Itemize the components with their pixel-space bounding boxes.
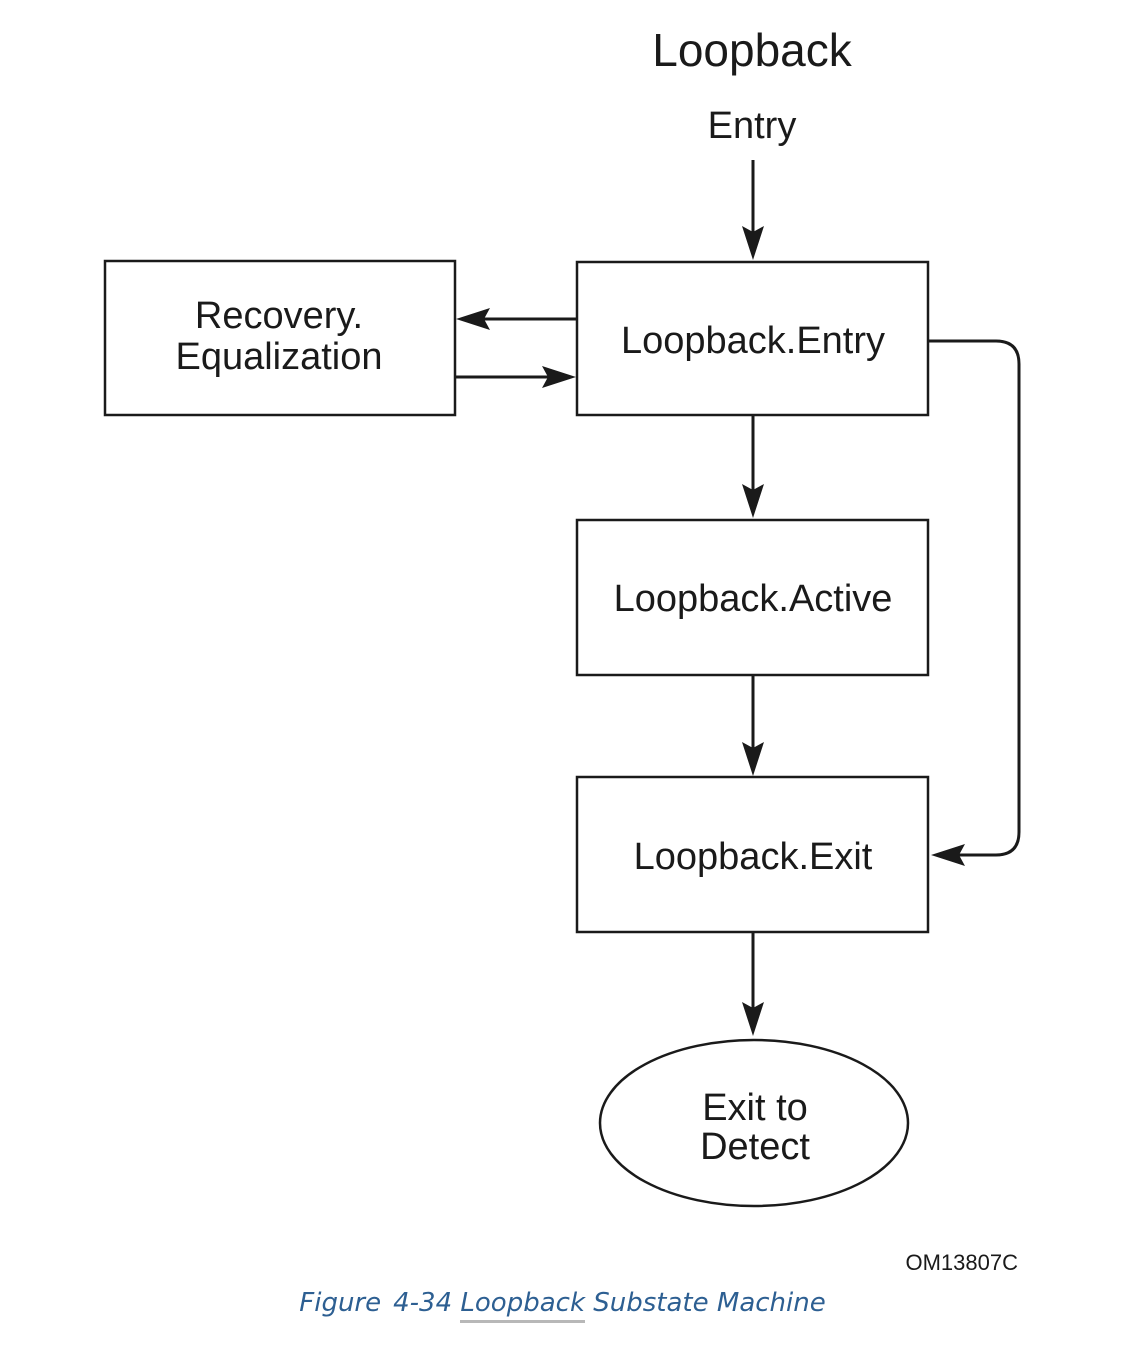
loopback-active-label: Loopback.Active: [614, 578, 893, 620]
node-loopback-exit: Loopback.Exit: [575, 775, 930, 934]
diagram-title: Loopback: [652, 24, 852, 76]
edge-loopback-active-to-exit: [742, 676, 764, 776]
caption-title: Substate Machine: [593, 1288, 826, 1318]
node-loopback-entry: Loopback.Entry: [575, 260, 930, 417]
node-loopback-active: Loopback.Active: [575, 518, 930, 677]
edge-loopback-entry-to-active: [742, 416, 764, 518]
exit-to-detect-label-line2: Detect: [700, 1126, 810, 1168]
caption-highlight: Loopback: [460, 1288, 585, 1323]
caption-figure-number: 4-34: [393, 1288, 453, 1318]
caption-figure-word: Figure: [299, 1288, 382, 1318]
entry-label: Entry: [708, 105, 797, 147]
recovery-equalization-label-line1: Recovery.: [195, 295, 363, 337]
node-recovery-equalization: Recovery. Equalization: [103, 259, 457, 417]
loopback-entry-label: Loopback.Entry: [621, 320, 885, 362]
figure-caption: Figure 4-34 Loopback Substate Machine: [0, 1288, 1125, 1323]
loopback-exit-label: Loopback.Exit: [634, 836, 873, 878]
edge-loopback-entry-to-exit: [929, 339, 1021, 866]
edge-loopback-exit-to-detect: [742, 933, 764, 1036]
edge-loopback-entry-to-recovery: [456, 308, 576, 330]
drawing-code: OM13807C: [905, 1250, 1018, 1275]
exit-to-detect-label-line1: Exit to: [702, 1087, 808, 1129]
recovery-equalization-label-line2: Equalization: [175, 336, 382, 378]
edge-recovery-to-loopback-entry: [456, 366, 576, 388]
edge-entry-to-loopback-entry: [742, 160, 764, 260]
node-exit-to-detect: Exit to Detect: [598, 1038, 910, 1208]
